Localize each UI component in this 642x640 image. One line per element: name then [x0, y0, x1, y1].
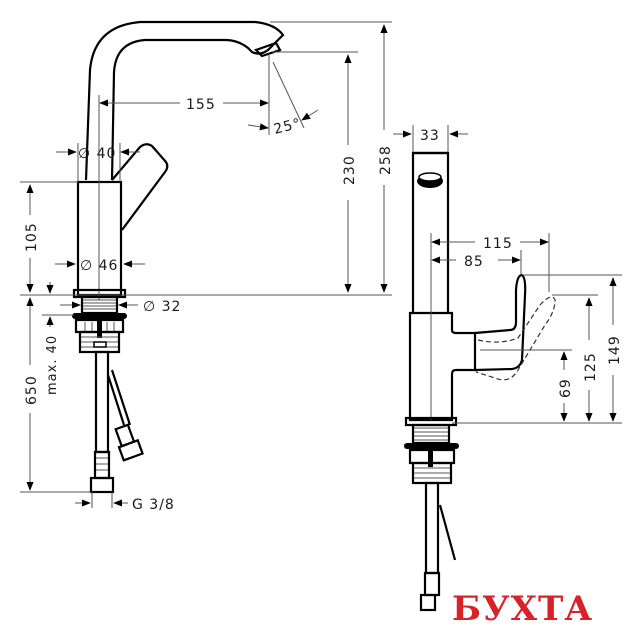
lever-handle [111, 143, 169, 231]
mounting-thread [72, 295, 127, 354]
dim-outlet-height: 230 [342, 155, 358, 185]
front-view: 155 25° 230 258 ∅ 40 105 ∅ 46 [20, 20, 394, 513]
dim-spout-angle: 25° [272, 116, 303, 138]
dim-connection-thread: G 3/8 [132, 497, 175, 513]
dim-spout-diameter: ∅ 40 [78, 146, 116, 162]
dim-lever-reach: 85 [464, 254, 484, 270]
side-lever-open [475, 296, 556, 381]
dim-spout-reach: 155 [186, 97, 216, 113]
faucet-spout [84, 20, 285, 181]
dim-hose-length: 650 [24, 375, 40, 405]
side-view: 33 115 85 149 125 69 [393, 125, 623, 612]
dim-side-width: 33 [420, 128, 440, 144]
dim-body-height: 105 [24, 222, 40, 252]
side-lever [474, 273, 527, 372]
dim-total-height: 258 [378, 145, 394, 175]
dim-lever-pivot-height: 69 [558, 378, 574, 398]
watermark-logo: БУХТА [452, 589, 593, 629]
dim-mounting-diameter: ∅ 32 [143, 299, 181, 315]
supply-hoses [89, 350, 144, 494]
dim-max-deck: max. 40 [45, 335, 60, 395]
dim-body-diameter: ∅ 46 [80, 258, 118, 274]
dim-lever-height-open: 125 [583, 352, 599, 382]
dim-lever-height-total: 149 [607, 335, 623, 365]
dim-lever-reach-open: 115 [483, 236, 513, 252]
